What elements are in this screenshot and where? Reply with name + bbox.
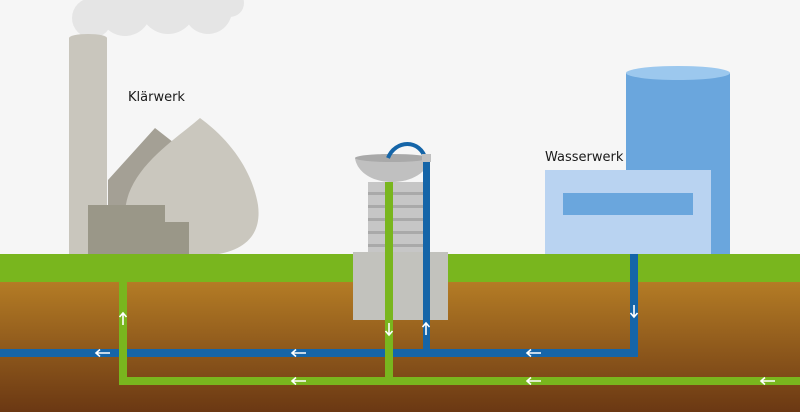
blue-pipe-main [0,349,638,357]
arrow-up-icon [118,311,128,325]
flow-arrows [94,305,775,386]
arrow-left-icon [290,348,306,358]
green-pipe-main [119,377,800,385]
klaerwerk-plant [69,34,259,256]
wasserwerk-label: Wasserwerk [545,150,624,165]
arrow-left-icon [525,376,541,386]
tower-stripes [368,182,426,257]
arrow-down-icon [384,323,394,337]
wasserwerk-plant [545,66,730,256]
basin [355,158,430,182]
arrow-left-icon [525,348,541,358]
blue-pipe-riser-tower [423,160,430,357]
smoke-cloud [72,0,244,38]
pipe-cap [422,154,431,162]
klaerwerk-label: Klärwerk [128,90,185,105]
arrow-left-icon [94,348,110,358]
foundation-front [353,252,448,320]
waterworks-window [563,193,693,215]
water-tank-top [626,66,730,80]
green-pipe-riser-tower [385,182,393,385]
plant-base [88,205,189,256]
arrow-left-icon [759,376,775,386]
arrow-up-icon [421,321,431,335]
arrow-down-icon [629,305,639,319]
arrow-left-icon [290,376,306,386]
